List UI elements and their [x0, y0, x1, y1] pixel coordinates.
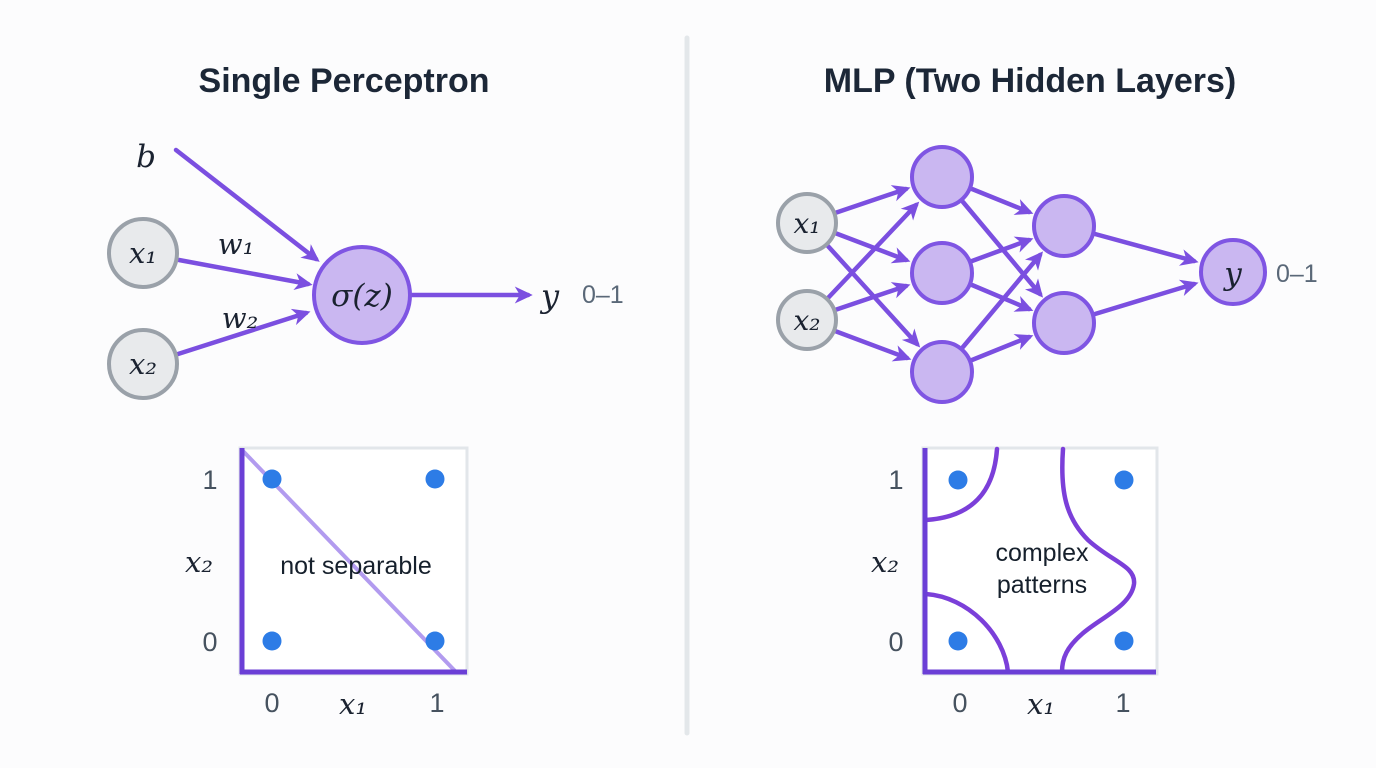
left-plot-ytick-1: 1	[202, 465, 217, 495]
right-plot-xtick-0: 0	[952, 688, 967, 718]
edge-h1b-h2b	[969, 282, 1034, 312]
edge-i2-h1a	[825, 201, 920, 301]
right-plot-caption-line2: patterns	[997, 571, 1087, 599]
edge-i2-h1b	[832, 282, 911, 313]
left-plot-diagonal-boundary	[240, 448, 458, 674]
right-plot-point-10	[1114, 631, 1134, 651]
edge-h1a-h2a	[969, 186, 1034, 215]
hidden2-node-b	[1032, 291, 1096, 355]
edge-h1c-h2b	[969, 334, 1034, 363]
right-plot-boundary-topleft	[923, 446, 1000, 523]
edge-i1-h1c	[824, 242, 921, 348]
edge-i1-h1a	[832, 185, 911, 216]
left-plot-xlabel: x₁	[339, 687, 367, 721]
left-plot-xtick-1: 1	[429, 688, 444, 718]
sigma-node	[312, 245, 412, 345]
left-plot-point-00	[262, 631, 282, 651]
left-plot-ytick-0: 0	[202, 627, 217, 657]
edge-i1-h1b	[832, 230, 911, 264]
left-output-range: 0–1	[582, 281, 624, 309]
hidden1-node-a	[910, 145, 974, 209]
mlp-input-node-x1	[776, 192, 838, 254]
edge-h1c-h2a	[960, 251, 1044, 350]
mlp-input-x2-label: x₂	[793, 304, 820, 337]
right-panel-title: MLP (Two Hidden Layers)	[824, 62, 1236, 100]
mlp-input-x1-label: x₁	[793, 207, 820, 240]
left-panel-title: Single Perceptron	[199, 62, 490, 100]
left-plot-ylabel: x₂	[185, 545, 213, 579]
right-plot-xlabel: x₁	[1027, 687, 1055, 721]
right-plot-boundary-wavy	[1059, 446, 1137, 675]
mlp-output-node	[1199, 238, 1267, 306]
input-node-x2-label: x₂	[129, 347, 157, 381]
input-node-x1-label: x₁	[129, 236, 157, 270]
weight2-label: w₂	[222, 301, 258, 335]
edge-h1b-h2a	[969, 236, 1034, 264]
right-plot-boundary-bottomleft	[923, 591, 1011, 675]
input-node-x2	[107, 328, 179, 400]
right-plot-point-01	[948, 470, 968, 490]
right-plot-ytick-1: 1	[888, 465, 903, 495]
left-plot-point-11	[425, 469, 445, 489]
right-plot-ytick-0: 0	[888, 627, 903, 657]
left-plot-xtick-0: 0	[264, 688, 279, 718]
edge-h2b-out	[1092, 279, 1199, 317]
left-plot: not separable 1 0 x₂ 0 x₁ 1	[185, 446, 469, 721]
mlp-nodes: x₁ x₂ y	[776, 145, 1267, 404]
hidden1-node-c	[910, 340, 974, 404]
input-node-x1	[107, 217, 179, 289]
right-plot: complex patterns 1 0 x₂ 0 x₁ 1	[871, 446, 1159, 721]
perceptron-nodes: x₁ x₂ σ(z)	[107, 217, 412, 400]
bias-label: b	[136, 139, 156, 175]
right-plot-point-00	[948, 631, 968, 651]
left-plot-point-01	[262, 469, 282, 489]
mlp-output-range: 0–1	[1276, 260, 1318, 288]
right-plot-point-11	[1114, 470, 1134, 490]
mlp-input-node-x2	[776, 289, 838, 351]
mlp-output-label: y	[1222, 256, 1242, 292]
right-plot-xtick-1: 1	[1115, 688, 1130, 718]
weight2-arrow	[175, 308, 311, 357]
left-output-label: y	[539, 277, 560, 315]
right-plot-caption-line1: complex	[995, 539, 1089, 567]
sigma-node-label: σ(z)	[331, 278, 393, 314]
weight1-label: w₁	[218, 227, 254, 261]
left-plot-point-10	[425, 631, 445, 651]
edge-h2a-out	[1092, 231, 1199, 266]
weight1-arrow	[176, 257, 313, 290]
mlp-edges	[824, 185, 1199, 363]
hidden2-node-a	[1032, 194, 1096, 258]
left-plot-caption: not separable	[280, 552, 432, 580]
edge-i2-h1c	[832, 328, 912, 362]
right-plot-ylabel: x₂	[871, 545, 899, 579]
hidden1-node-b	[910, 241, 974, 305]
bias-arrow	[173, 147, 320, 262]
perceptron-edges	[173, 147, 533, 357]
